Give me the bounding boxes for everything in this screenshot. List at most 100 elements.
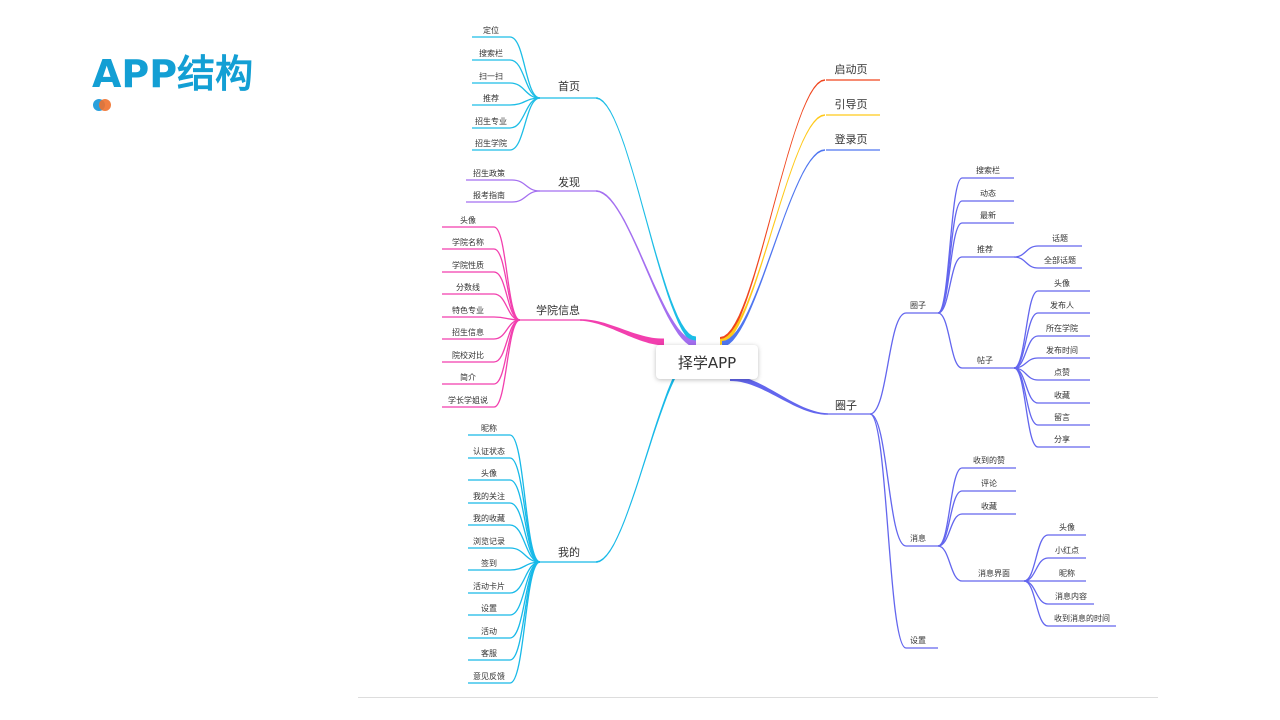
homepage-leaf-1[interactable]: 搜索栏 [479, 48, 503, 58]
message-item-0[interactable]: 收到的赞 [973, 455, 1005, 465]
post-leaf-0[interactable]: 头像 [1054, 278, 1070, 288]
college-leaf-3[interactable]: 分数线 [456, 282, 480, 292]
circle-link-settings [869, 413, 907, 649]
circle-message[interactable]: 消息 [910, 533, 926, 543]
quanzi-post[interactable]: 帖子 [977, 355, 993, 365]
homepage-leaf-4[interactable]: 招生专业 [475, 116, 507, 126]
branch-discover[interactable]: 发现 [558, 175, 580, 189]
branch-launch[interactable]: 启动页 [835, 63, 868, 76]
message-item-link-1 [937, 490, 963, 547]
college-leaf-link-2 [493, 271, 521, 321]
post-leaf-link-0 [1013, 290, 1039, 369]
screen-leaf-link-1 [1023, 557, 1049, 582]
college-leaf-5[interactable]: 招生信息 [452, 327, 484, 337]
message-screen-link [937, 545, 963, 582]
college-leaf-0[interactable]: 头像 [460, 215, 476, 225]
mine-leaf-6[interactable]: 签到 [481, 558, 497, 568]
recommend-leaf-1[interactable]: 全部话题 [1044, 255, 1076, 265]
post-leaf-2[interactable]: 所在学院 [1046, 323, 1078, 333]
post-leaf-3[interactable]: 发布时间 [1046, 345, 1078, 355]
discover-leaf-1[interactable]: 报考指南 [473, 190, 505, 200]
post-leaf-link-7 [1013, 367, 1039, 448]
screen-leaf-0[interactable]: 头像 [1059, 522, 1075, 532]
mind-map-labels: 首页发现学院信息我的定位搜索栏扫一扫推荐招生专业招生学院招生政策报考指南头像学院… [448, 25, 1110, 681]
branch-homepage[interactable]: 首页 [558, 79, 580, 93]
screen-leaf-4[interactable]: 收到消息的时间 [1054, 613, 1110, 623]
college-leaf-link-6 [493, 319, 521, 363]
recommend-leaf-0[interactable]: 话题 [1052, 233, 1068, 243]
homepage-leaf-5[interactable]: 招生学院 [475, 138, 507, 148]
post-leaf-6[interactable]: 留言 [1054, 412, 1070, 422]
discover-leaf-0[interactable]: 招生政策 [473, 168, 505, 178]
homepage-leaf-0[interactable]: 定位 [483, 25, 499, 35]
slide-title: APP结构 [92, 52, 254, 96]
college-leaf-7[interactable]: 简介 [460, 372, 476, 382]
edge-college [580, 319, 664, 346]
mine-leaf-2[interactable]: 头像 [481, 468, 497, 478]
quanzi-item-link-2 [937, 222, 963, 314]
mine-leaf-5[interactable]: 浏览记录 [473, 536, 505, 546]
edge-homepage [596, 97, 696, 344]
circle-settings[interactable]: 设置 [910, 635, 926, 645]
screen-leaf-3[interactable]: 消息内容 [1055, 591, 1087, 601]
screen-leaf-1[interactable]: 小红点 [1055, 545, 1079, 555]
mind-map-edges [442, 36, 1116, 684]
branch-guide[interactable]: 引导页 [835, 97, 868, 111]
homepage-leaf-link-1 [509, 59, 541, 99]
recommend-leaf-link-0 [1013, 245, 1039, 258]
post-leaf-5[interactable]: 收藏 [1054, 390, 1070, 400]
root-node[interactable]: 择学APP [656, 345, 758, 379]
mine-leaf-9[interactable]: 活动 [481, 626, 497, 636]
quanzi-item-link-1 [937, 200, 963, 314]
message-item-1[interactable]: 评论 [981, 478, 997, 488]
branch-college[interactable]: 学院信息 [536, 303, 580, 317]
bottom-divider [358, 697, 1158, 698]
circle-link-quanzi [869, 312, 907, 415]
message-item-link-2 [937, 513, 963, 547]
discover-leaf-link-0 [511, 179, 541, 192]
screen-leaf-2[interactable]: 昵称 [1059, 568, 1075, 578]
mine-leaf-7[interactable]: 活动卡片 [473, 581, 505, 591]
mine-leaf-8[interactable]: 设置 [481, 603, 497, 613]
message-item-2[interactable]: 收藏 [981, 501, 997, 511]
homepage-leaf-link-0 [509, 36, 541, 99]
quanzi-post-link [937, 312, 963, 369]
circle-quanzi[interactable]: 圈子 [910, 301, 926, 310]
college-leaf-2[interactable]: 学院性质 [452, 260, 484, 270]
mine-leaf-3[interactable]: 我的关注 [473, 491, 505, 501]
quanzi-item-2[interactable]: 最新 [980, 210, 996, 220]
college-leaf-1[interactable]: 学院名称 [452, 237, 484, 247]
quanzi-recommend[interactable]: 推荐 [977, 244, 993, 254]
quanzi-item-1[interactable]: 动态 [980, 188, 996, 198]
quanzi-item-0[interactable]: 搜索栏 [976, 165, 1000, 175]
homepage-leaf-3[interactable]: 推荐 [483, 93, 499, 103]
post-leaf-7[interactable]: 分享 [1054, 434, 1070, 444]
circle-link-message [869, 413, 907, 547]
mine-leaf-link-11 [509, 561, 541, 684]
recommend-leaf-link-1 [1013, 256, 1039, 269]
mine-leaf-0[interactable]: 昵称 [481, 423, 497, 433]
screen-leaf-link-4 [1023, 580, 1049, 627]
quanzi-item-link-0 [937, 177, 963, 314]
college-leaf-4[interactable]: 特色专业 [452, 305, 484, 315]
mine-leaf-link-1 [509, 457, 541, 563]
mine-leaf-1[interactable]: 认证状态 [473, 446, 505, 456]
mine-leaf-4[interactable]: 我的收藏 [473, 513, 505, 523]
mine-leaf-10[interactable]: 客服 [481, 648, 497, 658]
edge-circle [730, 375, 828, 415]
mine-leaf-11[interactable]: 意见反馈 [473, 671, 505, 681]
college-leaf-8[interactable]: 学长学姐说 [448, 395, 488, 405]
college-leaf-link-8 [493, 319, 521, 408]
branch-login[interactable]: 登录页 [835, 132, 868, 146]
branch-circle[interactable]: 圈子 [835, 399, 857, 412]
screen-leaf-link-0 [1023, 534, 1049, 582]
post-leaf-4[interactable]: 点赞 [1054, 367, 1070, 377]
college-leaf-6[interactable]: 院校对比 [452, 350, 484, 360]
college-leaf-link-1 [493, 248, 521, 321]
message-screen[interactable]: 消息界面 [978, 568, 1010, 578]
message-item-link-0 [937, 467, 963, 547]
post-leaf-1[interactable]: 发布人 [1050, 300, 1074, 310]
mine-leaf-link-4 [509, 524, 541, 563]
branch-mine[interactable]: 我的 [558, 545, 580, 559]
homepage-leaf-2[interactable]: 扫一扫 [479, 71, 503, 81]
